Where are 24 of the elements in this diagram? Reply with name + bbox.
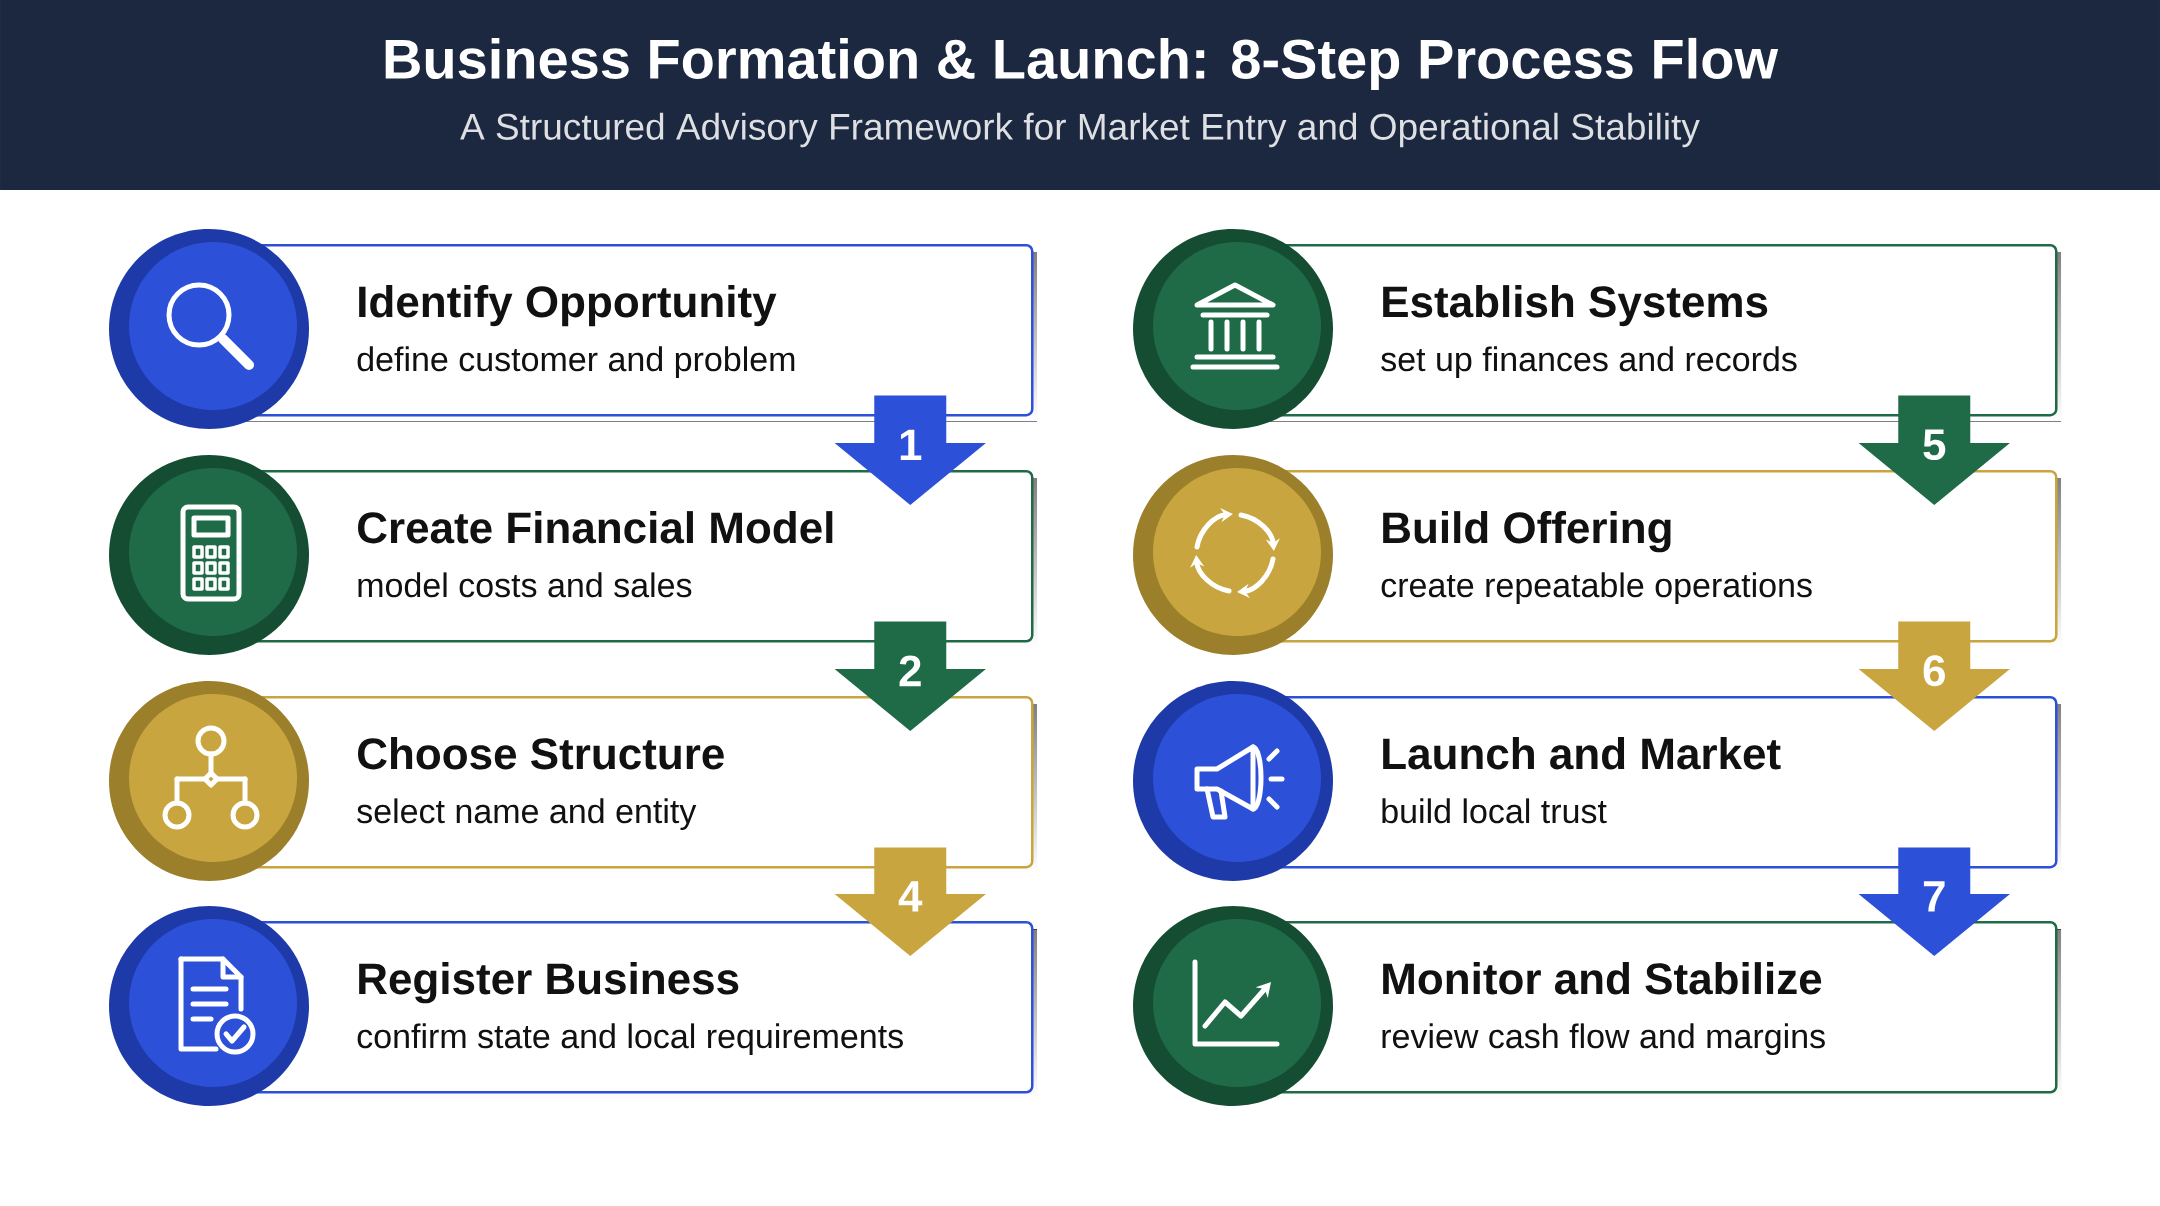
step-number: 5 [1920, 427, 1949, 463]
step-title: Establish Systems [1383, 285, 1768, 327]
step-description: select name and entity [357, 798, 697, 831]
step-number: 4 [896, 879, 925, 914]
step-title: Create Financial Model [358, 511, 833, 544]
step-title: Monitor and Stabilize [1383, 962, 1822, 995]
step-description: confirm state and local requirements [357, 1023, 903, 1056]
step-number: 7 [1920, 879, 1949, 914]
step-number: 2 [896, 653, 925, 689]
step-title: Choose Structure [358, 737, 724, 770]
step-title: Build Offering [1383, 511, 1671, 553]
step-title: Register Business [359, 962, 739, 1004]
step-description: define customer and problem [357, 346, 795, 379]
step-description: build local trust [1382, 798, 1607, 824]
step-description: review cash flow and margins [1382, 1023, 1825, 1056]
step-number: 1 [896, 427, 925, 462]
step-description: set up finances and records [1381, 346, 1797, 379]
step-number: 6 [1920, 653, 1949, 689]
step-title: Launch and Market [1383, 737, 1781, 770]
step-description: model costs and sales [358, 572, 692, 598]
subtitle: A Structured Advisory Framework for Market Entry and Operational Stability [460, 112, 1700, 148]
title: Business Formation & Launch: 8-Step Process Flow [385, 37, 1779, 91]
step-title: Identify Opportunity [359, 285, 777, 327]
step-description: create repeatable operations [1381, 572, 1812, 605]
